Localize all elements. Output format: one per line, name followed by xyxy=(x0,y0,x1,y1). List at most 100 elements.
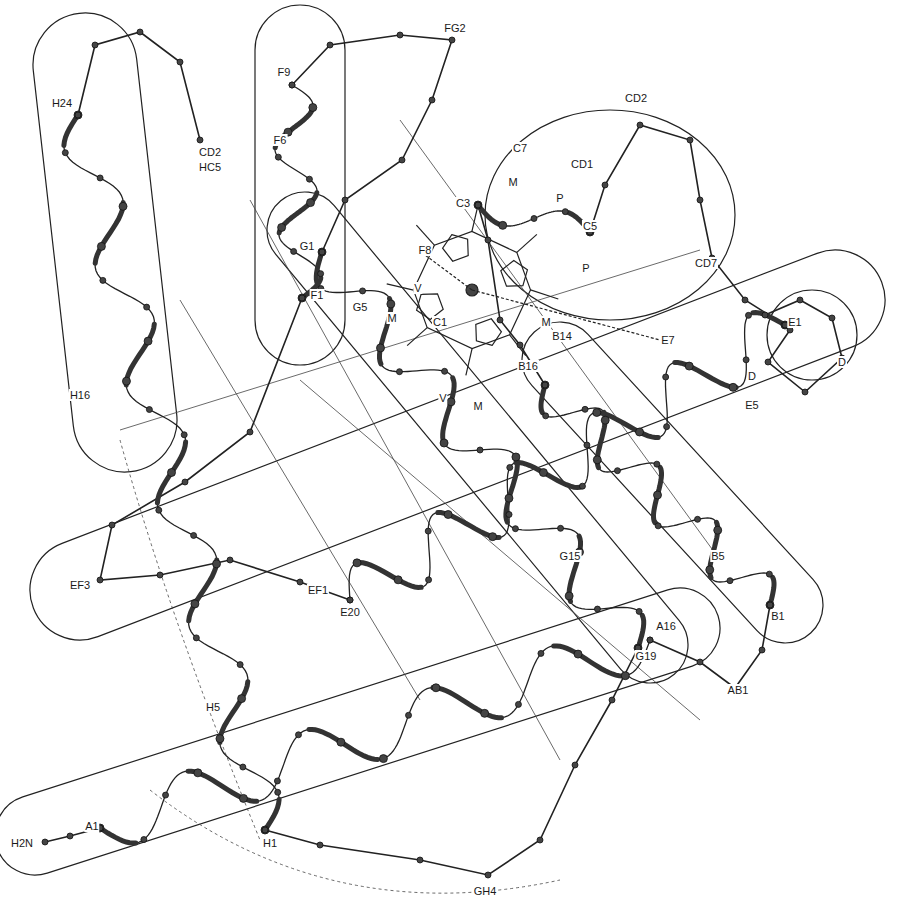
residue-dot xyxy=(146,407,152,413)
residue-dot xyxy=(262,827,268,833)
residue-dot xyxy=(601,416,609,424)
residue-dot xyxy=(299,295,305,301)
loop-chain xyxy=(765,300,842,392)
loop-chain xyxy=(650,605,770,688)
residue-label: E1 xyxy=(787,316,802,328)
residue-dot xyxy=(141,837,147,843)
residue-label: H5 xyxy=(205,701,221,713)
residue-dot xyxy=(298,294,306,302)
residue-dot xyxy=(765,359,771,365)
residue-dot xyxy=(397,32,403,38)
residue-dot xyxy=(317,842,323,848)
helix-ribbon xyxy=(433,688,502,718)
residue-label: G15 xyxy=(559,550,582,562)
residue-dot xyxy=(347,597,353,603)
residue-dot xyxy=(506,511,512,517)
residue-dot xyxy=(541,381,549,389)
residue-dot xyxy=(766,601,774,609)
residue-dot xyxy=(376,344,384,352)
residue-dot xyxy=(485,237,491,243)
residue-dot xyxy=(417,857,423,863)
helix-ribbon xyxy=(220,682,248,743)
heme-substituent xyxy=(387,284,414,290)
residue-dot xyxy=(574,650,582,658)
residue-dot xyxy=(621,672,629,680)
residue-dot xyxy=(512,453,520,461)
residue-dot xyxy=(194,769,202,777)
residue-label: M xyxy=(540,316,551,328)
residue-dot xyxy=(327,42,333,48)
helix-ribbon xyxy=(654,467,662,522)
helix-ribbon xyxy=(189,560,217,621)
residue-dot xyxy=(306,176,312,182)
residue-label: G5 xyxy=(352,301,369,313)
residue-dot xyxy=(191,600,199,608)
residue-dot xyxy=(663,374,669,380)
helix-backbone xyxy=(541,385,774,605)
residue-dot xyxy=(767,602,773,608)
loop-chains xyxy=(45,32,842,875)
residue-dot xyxy=(538,650,544,656)
residue-dot xyxy=(729,383,737,391)
residue-dot xyxy=(144,304,150,310)
heme-substituent xyxy=(531,290,559,299)
residue-label: C3 xyxy=(455,197,471,209)
residue-dot xyxy=(697,659,703,665)
pyrrole-ring xyxy=(443,235,469,262)
residue-label: FG2 xyxy=(443,22,466,34)
residue-label: M xyxy=(386,312,397,324)
residue-dot xyxy=(177,59,183,65)
residue-dot xyxy=(582,406,588,412)
residue-dot xyxy=(687,137,693,143)
residue-dot xyxy=(517,342,523,348)
residue-dot xyxy=(636,428,644,436)
residue-dot xyxy=(474,201,482,209)
residue-dot xyxy=(137,29,143,35)
residue-dot xyxy=(239,794,247,802)
residue-dot xyxy=(74,111,82,119)
residue-dot xyxy=(579,483,585,489)
residue-dot xyxy=(240,764,246,770)
helix-backbone xyxy=(316,252,643,648)
residue-dot xyxy=(562,209,568,215)
residue-label: F8 xyxy=(418,244,433,256)
residue-label: EF3 xyxy=(69,579,91,591)
helix-ribbon xyxy=(638,615,644,648)
helix-ribbon xyxy=(157,442,185,503)
residue-label: B14 xyxy=(551,330,573,342)
residue-label: C5 xyxy=(582,220,598,232)
residue-label: CD1 xyxy=(570,158,594,170)
residue-dot xyxy=(387,300,395,308)
pyrrole-ring xyxy=(501,261,528,287)
residue-label: C1 xyxy=(432,316,448,328)
residue-dot xyxy=(727,578,733,584)
residue-dot xyxy=(319,249,325,255)
helix-ribbon xyxy=(265,800,279,830)
residue-dots xyxy=(42,29,845,878)
helix-ribbon xyxy=(569,536,580,601)
helix-envelope xyxy=(255,5,345,365)
residue-dot xyxy=(542,382,548,388)
residue-dot xyxy=(489,533,497,541)
residue-dot xyxy=(122,377,130,385)
residue-dot xyxy=(42,839,48,845)
residue-dot xyxy=(685,362,693,370)
residue-dot xyxy=(182,479,188,485)
helix-backbone xyxy=(478,205,590,232)
residue-dot xyxy=(353,559,361,567)
residue-dot xyxy=(654,491,662,499)
residue-label: CD2 xyxy=(198,146,222,158)
helix-ribbon xyxy=(100,828,136,843)
residue-dot xyxy=(109,522,115,528)
residue-dot xyxy=(829,315,835,321)
helix-ribbon xyxy=(753,313,785,326)
cross-lines xyxy=(120,120,720,893)
residue-dot xyxy=(485,872,491,878)
residue-dot xyxy=(440,439,448,447)
residue-dot xyxy=(714,526,722,534)
residue-dot xyxy=(291,248,297,254)
residue-dot xyxy=(647,637,653,643)
residue-dot xyxy=(477,447,483,453)
residue-label: GH4 xyxy=(473,885,498,897)
residue-label: H1 xyxy=(262,837,278,849)
